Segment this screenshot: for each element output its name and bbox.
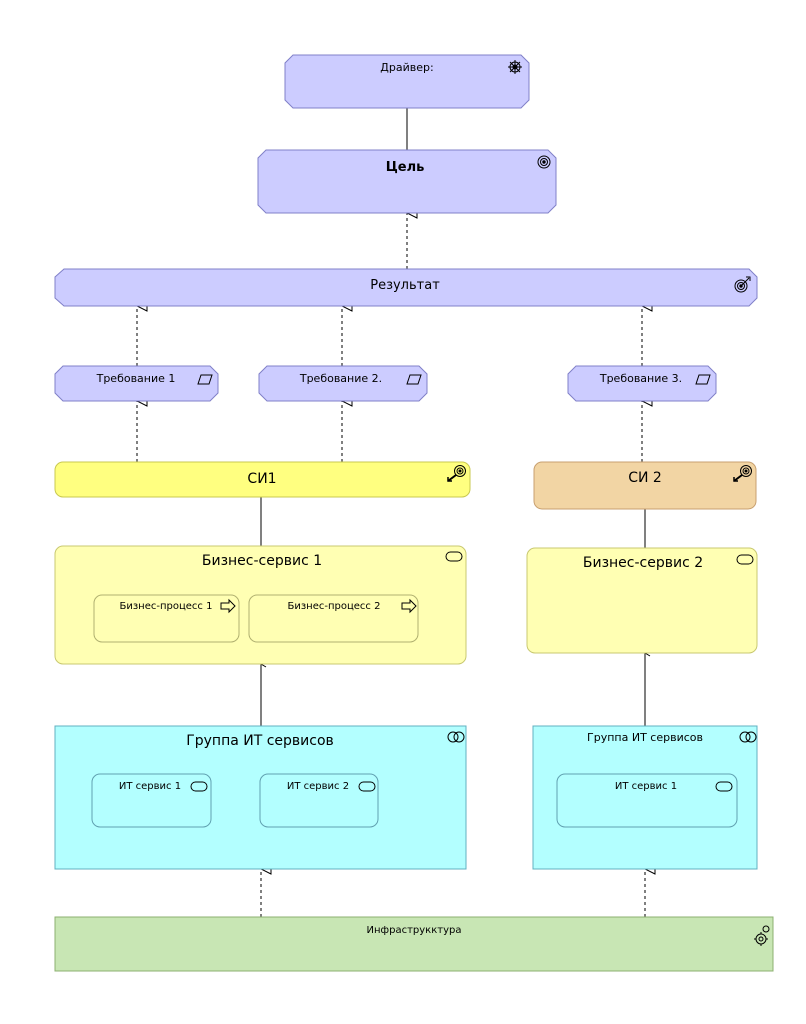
element-label: ИТ сервис 1 <box>119 781 181 792</box>
element-it-service-2a[interactable]: ИТ сервис 1 <box>556 773 738 828</box>
element-driver[interactable]: Драйвер: <box>284 54 530 109</box>
service-icon <box>190 781 208 792</box>
process-arrow-icon <box>401 598 417 614</box>
element-label: ИТ сервис 1 <box>615 781 677 792</box>
element-business-process-2[interactable]: Бизнес-процесс 2 <box>248 594 419 643</box>
element-label: СИ 2 <box>628 470 662 486</box>
element-label: Драйвер: <box>380 61 433 74</box>
element-business-service-2[interactable]: Бизнес-сервис 2 <box>526 547 758 654</box>
element-it-service-1b[interactable]: ИТ сервис 2 <box>259 773 379 828</box>
service-group-icon <box>447 731 465 743</box>
element-label: Бизнес-сервис 1 <box>202 553 322 569</box>
service-group-icon <box>739 731 757 743</box>
element-label: СИ1 <box>247 471 276 487</box>
element-label: Требование 3. <box>599 372 682 385</box>
system-software-icon <box>754 925 770 946</box>
element-label: Результат <box>370 278 440 293</box>
element-label: Требование 1 <box>96 372 176 385</box>
element-label: Инфраструкктура <box>367 925 462 936</box>
element-it-service-1a[interactable]: ИТ сервис 1 <box>91 773 212 828</box>
service-icon <box>358 781 376 792</box>
service-icon <box>715 781 733 792</box>
element-goal[interactable]: Цель <box>257 149 557 214</box>
element-label: Группа ИТ сервисов <box>587 731 703 744</box>
service-icon <box>736 554 754 565</box>
outcome-icon <box>734 276 751 293</box>
requirement-icon <box>406 374 422 385</box>
capability-icon <box>733 465 752 482</box>
relations <box>137 108 645 917</box>
element-label: Бизнес-сервис 2 <box>583 555 703 571</box>
capability-icon <box>447 465 466 482</box>
requirement-icon <box>197 374 213 385</box>
element-label: Требование 2. <box>299 372 382 385</box>
driver-icon <box>508 60 522 74</box>
element-infrastructure[interactable]: Инфраструкктура <box>54 916 774 972</box>
element-outcome[interactable]: Результат <box>54 268 758 307</box>
element-label: ИТ сервис 2 <box>287 781 349 792</box>
element-label: Группа ИТ сервисов <box>186 733 334 749</box>
requirement-icon <box>695 374 711 385</box>
element-requirement-2[interactable]: Требование 2. <box>258 365 428 402</box>
goal-icon <box>537 155 551 169</box>
element-requirement-3[interactable]: Требование 3. <box>567 365 717 402</box>
service-icon <box>445 551 463 562</box>
element-label: Цель <box>386 160 425 175</box>
element-label: Бизнес-процесс 2 <box>288 601 381 612</box>
element-label: Бизнес-процесс 1 <box>120 601 213 612</box>
element-requirement-1[interactable]: Требование 1 <box>54 365 219 402</box>
process-arrow-icon <box>220 598 236 614</box>
element-business-process-1[interactable]: Бизнес-процесс 1 <box>93 594 240 643</box>
element-si2[interactable]: СИ 2 <box>533 461 757 510</box>
element-si1[interactable]: СИ1 <box>54 461 471 498</box>
